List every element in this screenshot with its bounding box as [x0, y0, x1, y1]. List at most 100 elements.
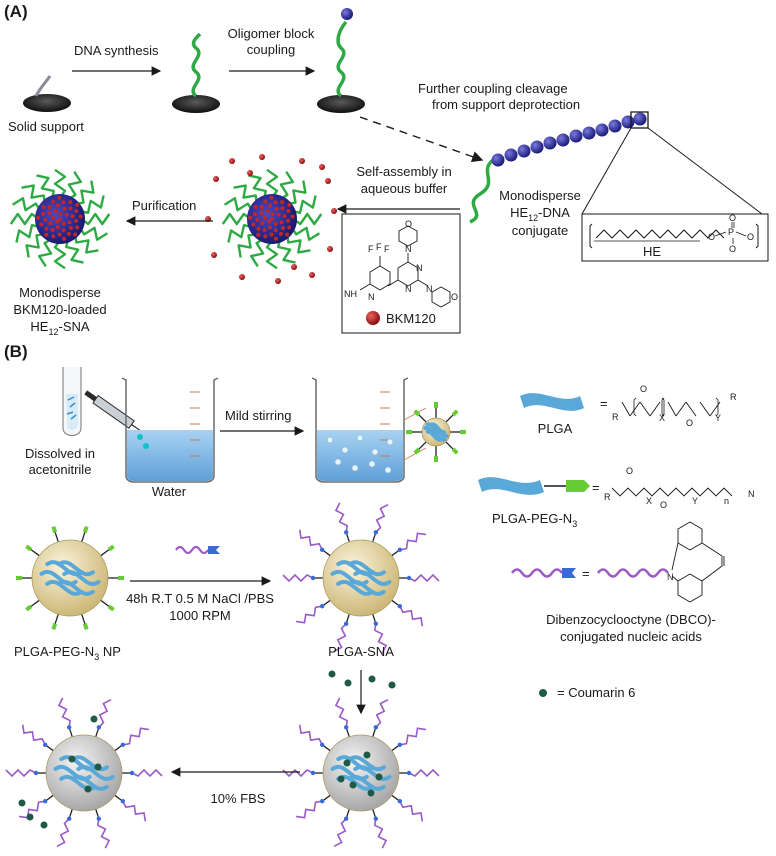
- coumarin-released: [90, 715, 98, 723]
- svg-text:O: O: [405, 219, 412, 229]
- dna-strand: [9, 212, 40, 226]
- nucleic-acid-strand: [399, 532, 427, 551]
- nucleic-acid-strand: [122, 727, 150, 746]
- solid-support-2: [172, 32, 220, 113]
- dbco-reagent-icon: [175, 545, 220, 555]
- dbco-node: [319, 547, 325, 552]
- svg-text:N: N: [405, 244, 412, 254]
- dbco-node: [406, 770, 412, 776]
- svg-text:O: O: [660, 500, 667, 510]
- dna-strand: [233, 184, 259, 205]
- peg-chain: [54, 613, 59, 624]
- dissolved-line2: acetonitrile: [29, 462, 92, 477]
- free-drug: [325, 178, 331, 184]
- svg-text:O: O: [451, 292, 458, 302]
- svg-text:F: F: [376, 242, 382, 252]
- plga-ribbon: [425, 422, 443, 435]
- conjugate-line2: HE12-DNA: [510, 205, 570, 223]
- nucleic-acid-strand: [298, 529, 323, 551]
- test-tube: [62, 367, 82, 437]
- nucleic-acid-strand: [18, 800, 46, 819]
- nucleic-acid-strand: [21, 724, 46, 746]
- plga-ribbon: [59, 774, 98, 791]
- coumarin-inside: [375, 773, 383, 781]
- dbco-node: [397, 742, 403, 747]
- svg-text:R: R: [604, 492, 611, 502]
- plga-ribbon: [330, 569, 369, 586]
- dbco-node: [310, 575, 316, 581]
- plga-ribbon: [423, 425, 441, 438]
- dbco-node: [120, 742, 126, 747]
- dbco-node: [373, 621, 379, 626]
- peg-chain: [100, 549, 110, 557]
- nucleic-acid-strand: [98, 698, 112, 728]
- np-shell: [45, 734, 123, 812]
- peg-chain: [54, 532, 59, 543]
- np-zoom-inset: [406, 402, 466, 462]
- solid-support-3: [317, 8, 365, 113]
- dna-strand: [78, 226, 109, 241]
- nucleic-acid-strand: [282, 768, 314, 778]
- plga-ribbon: [336, 755, 375, 771]
- further-label-line2: from support deprotection: [432, 97, 580, 112]
- dna-strand: [73, 233, 99, 254]
- dna-strand: [290, 226, 321, 241]
- svg-text:N: N: [405, 284, 412, 294]
- nucleic-acid-strand: [399, 800, 424, 822]
- coumarin-dots: [328, 670, 396, 689]
- azide-tip: [451, 447, 459, 455]
- dna-strand: [265, 168, 279, 199]
- svg-text:Y: Y: [715, 413, 721, 423]
- peg-chain: [445, 414, 454, 423]
- nucleic-acid-strand: [57, 697, 72, 728]
- coumarin-inside: [68, 755, 76, 763]
- plga-ribbon: [336, 579, 375, 596]
- azide-tip: [25, 544, 33, 552]
- peg-chain: [418, 441, 427, 450]
- dna-strand: [277, 238, 296, 264]
- free-drug: [239, 274, 245, 280]
- dna-strand: [67, 170, 82, 201]
- svg-text:N: N: [748, 489, 755, 499]
- bkm120-structure: O N N N N O N F F F NH BKM120: [341, 213, 461, 334]
- dna-strand: [279, 170, 294, 201]
- nucleic-acid-strand: [375, 503, 389, 533]
- coumarin-inside: [363, 751, 371, 759]
- mild-stirring-label: Mild stirring: [225, 408, 291, 423]
- svg-text:O: O: [626, 466, 633, 476]
- svg-text:R: R: [730, 392, 737, 402]
- nucleic-acid-strand: [5, 768, 37, 778]
- svg-text:N: N: [426, 284, 433, 294]
- svg-text:O: O: [729, 213, 736, 223]
- plga-ribbon: [347, 755, 386, 772]
- peg-chain: [30, 599, 40, 607]
- coumarin-loaded-sna: [282, 697, 440, 849]
- dna-strand: [21, 184, 47, 205]
- svg-text:O: O: [686, 418, 693, 428]
- beaker-water: [121, 377, 219, 483]
- dna-strand: [65, 238, 84, 264]
- dbco-node: [120, 799, 126, 804]
- dna-synthesis-label: DNA synthesis: [74, 43, 159, 58]
- plga-sna: [282, 502, 440, 654]
- he12-dna-conjugate: [469, 111, 763, 224]
- free-drug: [331, 208, 337, 214]
- nucleic-acid-strand: [333, 818, 347, 848]
- dna-strand: [53, 239, 67, 270]
- nucleic-acid-strand: [373, 623, 388, 654]
- dna-strand: [221, 212, 252, 226]
- dbco-node: [129, 770, 135, 776]
- nucleic-acid-strand: [298, 724, 323, 746]
- dbco-node: [96, 725, 102, 730]
- water-label: Water: [152, 484, 187, 499]
- free-drug: [327, 246, 333, 252]
- plga-ribbon: [70, 755, 109, 772]
- dbco-node: [373, 725, 379, 730]
- svg-text:=: =: [582, 566, 590, 581]
- dbco-node: [310, 770, 316, 776]
- plga-ribbon: [429, 422, 447, 435]
- plga-peg-legend: = R O O X Y n N: [478, 466, 755, 510]
- nucleic-acid-strand: [399, 727, 427, 746]
- dbco-node: [66, 816, 72, 821]
- plga-sna-label: PLGA-SNA: [328, 644, 394, 659]
